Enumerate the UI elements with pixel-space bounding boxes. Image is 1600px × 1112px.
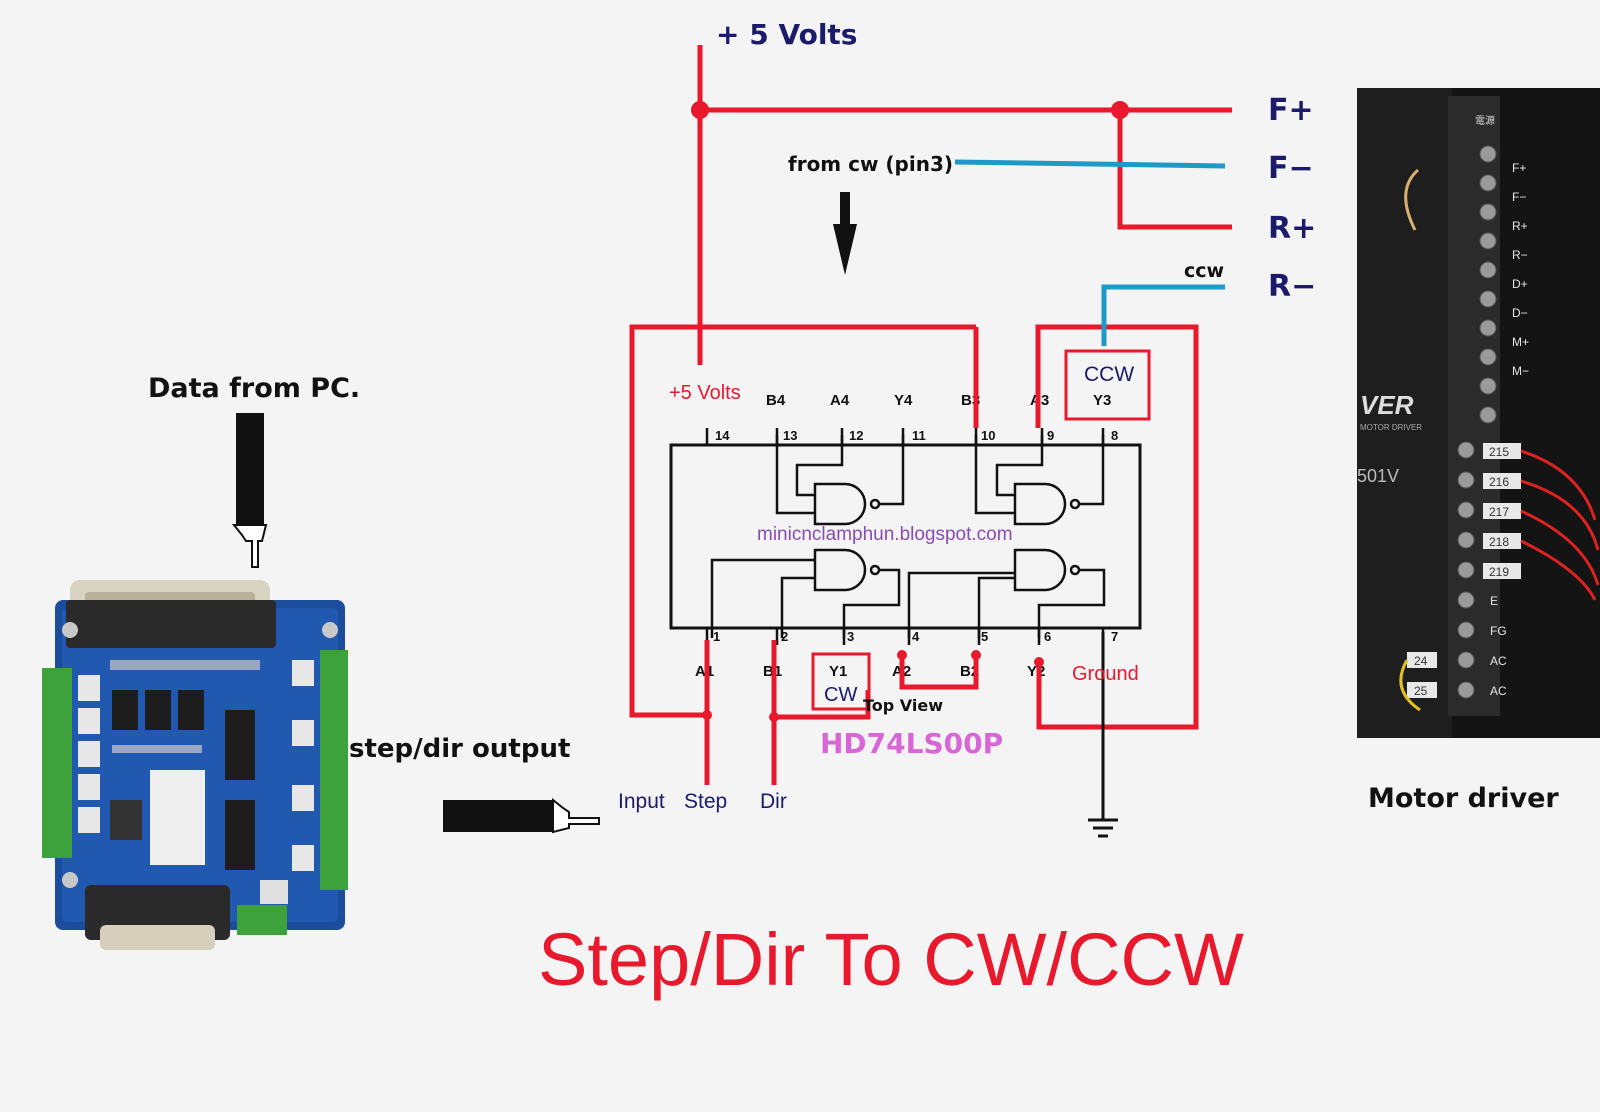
step-label: Step <box>684 790 727 813</box>
driver-terminal-text: M+ <box>1512 335 1529 349</box>
cw-box-label: CW <box>824 684 857 706</box>
pin-name: Y3 <box>1093 392 1111 409</box>
driver-terminal-text: R+ <box>1512 219 1528 233</box>
data-from-pc-label: Data from PC. <box>148 373 360 404</box>
top-pin-labels: 14 13 12 11 10 9 8 B4 A4 Y4 B3 A3 Y3 <box>715 392 1118 443</box>
pin-number: 4 <box>912 629 920 644</box>
driver-sub-text: MOTOR DRIVER <box>1360 423 1422 432</box>
motor-driver-label: Motor driver <box>1368 783 1559 814</box>
pin-number: 5 <box>981 629 988 644</box>
driver-terminal-text: E <box>1490 594 1498 608</box>
chip-name-label: HD74LS00P <box>820 727 1003 760</box>
pin-number: 13 <box>783 428 797 443</box>
terminal-f-plus: F+ <box>1268 93 1314 128</box>
ground-symbol-icon <box>1088 632 1118 838</box>
pin-number: 8 <box>1111 428 1118 443</box>
pin-number: 3 <box>847 629 854 644</box>
pin-name: Y4 <box>894 392 913 409</box>
ccw-box-label: CCW <box>1084 363 1134 386</box>
arrow-down-icon <box>833 192 857 275</box>
driver-terminal-text: M− <box>1512 364 1529 378</box>
cw-box <box>811 652 871 711</box>
wire-junctions <box>691 101 1129 722</box>
driver-terminal-text: AC <box>1490 654 1507 668</box>
chip-plus-5-volts-label: +5 Volts <box>669 382 741 404</box>
wire-tag-text: 217 <box>1489 505 1509 519</box>
ic-chip-body <box>669 443 1142 630</box>
wire-tag-text: 24 <box>1414 654 1428 668</box>
driver-brand-text: VER <box>1360 390 1414 420</box>
pin-number: 7 <box>1111 629 1118 644</box>
wire-tag-text: 25 <box>1414 684 1428 698</box>
breakout-board-image <box>42 580 348 950</box>
pin-number: 10 <box>981 428 995 443</box>
pin-number: 12 <box>849 428 863 443</box>
terminal-r-plus: R+ <box>1268 211 1316 246</box>
pin-name: A4 <box>830 392 850 409</box>
blue-wires <box>954 159 1226 346</box>
pin-name: B4 <box>766 392 786 409</box>
input-label: Input <box>618 790 665 813</box>
from-cw-label: from cw (pin3) <box>788 152 953 176</box>
driver-terminal-text: F+ <box>1512 161 1526 175</box>
driver-header-text: 電源 <box>1475 114 1495 127</box>
watermark-label: minicnclamphun.blogspot.com <box>757 524 1013 545</box>
top-view-label: Top View <box>863 696 943 715</box>
pin-name: Y1 <box>829 663 847 680</box>
ccw-label: ccw <box>1184 260 1224 282</box>
dir-label: Dir <box>760 790 787 813</box>
nand-gates <box>705 428 1106 645</box>
pin-number: 9 <box>1047 428 1054 443</box>
terminal-r-minus: R− <box>1268 269 1316 304</box>
driver-model-text: 501V <box>1357 466 1399 486</box>
driver-terminal-labels: F+ F− R+ R− <box>1268 93 1316 304</box>
pointing-hand-down-icon <box>231 413 268 568</box>
pointing-hand-right-icon <box>443 797 600 834</box>
terminal-f-minus: F− <box>1268 151 1314 186</box>
ground-label: Ground <box>1072 663 1139 685</box>
wire-tag-text: 218 <box>1489 535 1509 549</box>
driver-terminal-text: D+ <box>1512 277 1528 291</box>
step-dir-output-label: step/dir output <box>349 734 570 764</box>
plus-5-volts-label: + 5 Volts <box>716 18 857 51</box>
wire-tag-text: 216 <box>1489 475 1509 489</box>
pin-number: 2 <box>781 629 788 644</box>
wire-tag-text: 215 <box>1489 445 1509 459</box>
ccw-box <box>1064 349 1151 421</box>
motor-driver-image: 電源 VER MOTOR DRIVER 501V F+ F− R+ R− D+ … <box>1357 88 1600 738</box>
pin-number: 1 <box>713 629 720 644</box>
wire-tag-text: 219 <box>1489 565 1509 579</box>
diagram-title: Step/Dir To CW/CCW <box>538 918 1244 1001</box>
driver-terminal-text: AC <box>1490 684 1507 698</box>
pin-number: 6 <box>1044 629 1051 644</box>
driver-terminal-text: R− <box>1512 248 1528 262</box>
pin-number: 14 <box>715 428 730 443</box>
pin-number: 11 <box>912 428 926 443</box>
driver-terminal-text: D− <box>1512 306 1528 320</box>
driver-terminal-text: F− <box>1512 190 1526 204</box>
driver-terminal-text: FG <box>1490 624 1507 638</box>
